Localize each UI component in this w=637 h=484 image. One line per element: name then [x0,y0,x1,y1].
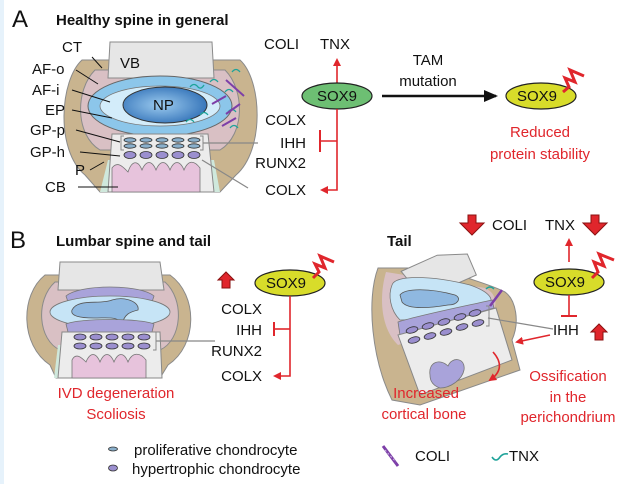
tail-target-coli: COLI [492,217,527,234]
coli-fibers-a [211,79,245,127]
label-gp-h: GP-h [30,144,65,161]
label-af-i: AF-i [32,82,60,99]
hypertrophic-chondrocytes-tail [405,309,485,344]
inhibited-ihh-a: IHH [280,135,306,152]
tail-effect2-line1: Ossification [529,368,607,385]
np-label: NP [153,97,174,114]
legend-proliferative: proliferative chondrocyte [134,442,297,459]
tail-target-tnx: TNX [545,217,575,234]
lightning-icon-a [562,67,585,94]
down-arrow-icon-coli [458,214,486,236]
panel-a-title: Healthy spine in general [56,12,229,29]
vb-label: VB [120,55,140,72]
activation-arrow-colx-b [273,296,291,380]
mutation-label: mutation [399,73,457,90]
legend-tnx: TNX [509,448,539,465]
tail-effect1-line2: cortical bone [381,406,466,423]
label-gp-p: GP-p [30,122,65,139]
proliferative-chondrocyte-icon [108,446,118,452]
sox9-label-b: SOX9 [266,275,306,292]
target-tnx-a: TNX [320,36,350,53]
lightning-icon-b [311,253,335,280]
ihh-to-perichondrium-arrow [515,334,551,345]
label-ep: EP [45,102,65,119]
tam-label: TAM [413,52,444,69]
mutant-sox9-node-a [505,82,577,110]
anatomy-labels-a: CT AF-o AF-i EP GP-p GP-h P CB [30,39,258,196]
inhibited-runx2-b: RUNX2 [211,343,262,360]
inhibited-ihh-b: IHH [236,322,262,339]
coli-fiber-icon-detail [384,449,397,463]
spine-schematic-a: VB NP [63,41,258,193]
curved-arrow-cortical [488,351,501,382]
down-arrow-icon-tnx [581,214,609,236]
mutant-effect-line1: Reduced [510,124,570,141]
panel-b-letter: B [10,227,26,254]
activated-colx-a: COLX [265,182,306,199]
activation-arrow-colx-a [320,109,338,194]
target-coli-a: COLI [264,36,299,53]
panel-a-letter: A [12,6,28,33]
activated-colx-b: COLX [221,368,262,385]
tnx-fiber-icon [491,453,509,461]
tail-title: Tail [387,233,412,250]
legend: proliferative chondrocyte hypertrophic c… [108,442,539,478]
inhibited-runx2-a: RUNX2 [255,155,306,172]
proliferative-chondrocytes-a [123,137,201,149]
tail-effect1-line1: Increased [393,385,459,402]
coli-fiber-tail [489,289,503,307]
label-cb: CB [45,179,66,196]
label-p: P [75,162,85,179]
mutant-sox9-label-a: SOX9 [517,88,557,105]
legend-hypertrophic: hypertrophic chondrocyte [132,461,300,478]
up-arrow-icon-ihh [589,323,609,341]
sox9-label-tail: SOX9 [545,274,585,291]
tnx-fiber-tail [485,286,495,290]
legend-coli: COLI [415,448,450,465]
sox9-label-a: SOX9 [317,88,357,105]
label-af-o: AF-o [32,61,65,78]
tail-ihh-label: IHH [553,322,579,339]
up-arrow-icon-b [216,271,236,289]
tail-effect2-line2: in the [550,389,587,406]
tail-effect2-line3: perichondrium [520,409,615,426]
hypertrophic-chondrocyte-icon [108,464,118,472]
spine-schematic-b [26,261,215,379]
hypertrophic-chondrocytes-a [123,151,201,159]
mutant-effect-line2: protein stability [490,146,591,163]
tail-schematic [371,253,554,406]
panel-b-title: Lumbar spine and tail [56,233,211,250]
page-edge [0,0,4,484]
inhibited-colx-b: COLX [221,301,262,318]
lightning-icon-tail [590,251,615,280]
phenotype-line1: IVD degeneration [58,385,175,402]
label-ct: CT [62,39,82,56]
inhibited-colx-a: COLX [265,112,306,129]
hypertrophic-chondrocytes-b [73,333,151,350]
phenotype-line2: Scoliosis [86,406,145,423]
